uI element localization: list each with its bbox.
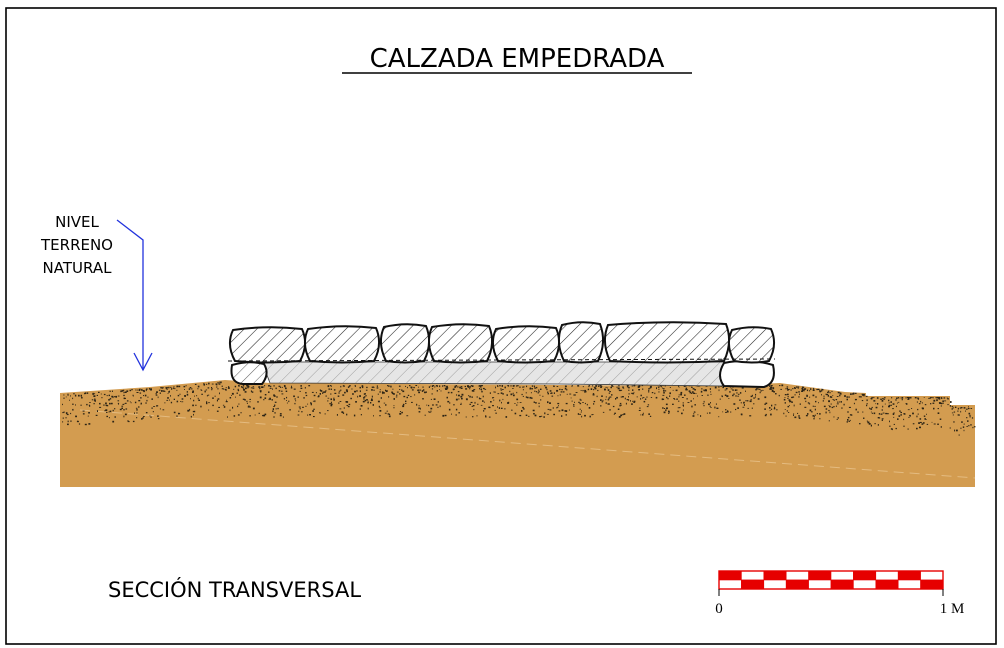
scale-segment (808, 570, 832, 581)
scale-segment (830, 570, 854, 581)
scale-segment (763, 579, 787, 590)
scale-segment (875, 579, 899, 590)
level-arrow (116, 219, 153, 372)
annotation-line-1: NIVEL (55, 213, 99, 231)
scale-segment (830, 579, 854, 590)
scale-segment (920, 579, 944, 590)
scale-segment (718, 579, 742, 590)
lower-stone-right (719, 359, 775, 389)
scale-segment (741, 579, 765, 590)
section-label: SECCIÓN TRANSVERSAL (108, 577, 361, 602)
natural-ground (60, 380, 976, 487)
scale-segment (785, 570, 809, 581)
scale-segment (897, 570, 921, 581)
scale-segment (741, 570, 765, 581)
frame-border (5, 7, 997, 645)
scale-segment (853, 579, 877, 590)
scale-segment (718, 570, 742, 581)
paved-road (227, 321, 776, 389)
scale-start-label: 0 (715, 601, 723, 617)
scale-segment (920, 570, 944, 581)
scale-segment (808, 579, 832, 590)
scale-segment (897, 579, 921, 590)
diagram-title: CALZADA EMPEDRADA (370, 44, 665, 74)
scale-segment (875, 570, 899, 581)
scale-bar: 0 1 M (715, 570, 965, 617)
scale-segment (853, 570, 877, 581)
terrain-annotation: NIVEL TERRENO NATURAL (40, 213, 113, 277)
annotation-line-3: NATURAL (43, 259, 113, 277)
scale-segment (785, 579, 809, 590)
scale-segment (763, 570, 787, 581)
scale-end-label: 1 M (940, 601, 965, 617)
annotation-line-2: TERRENO (40, 236, 113, 254)
